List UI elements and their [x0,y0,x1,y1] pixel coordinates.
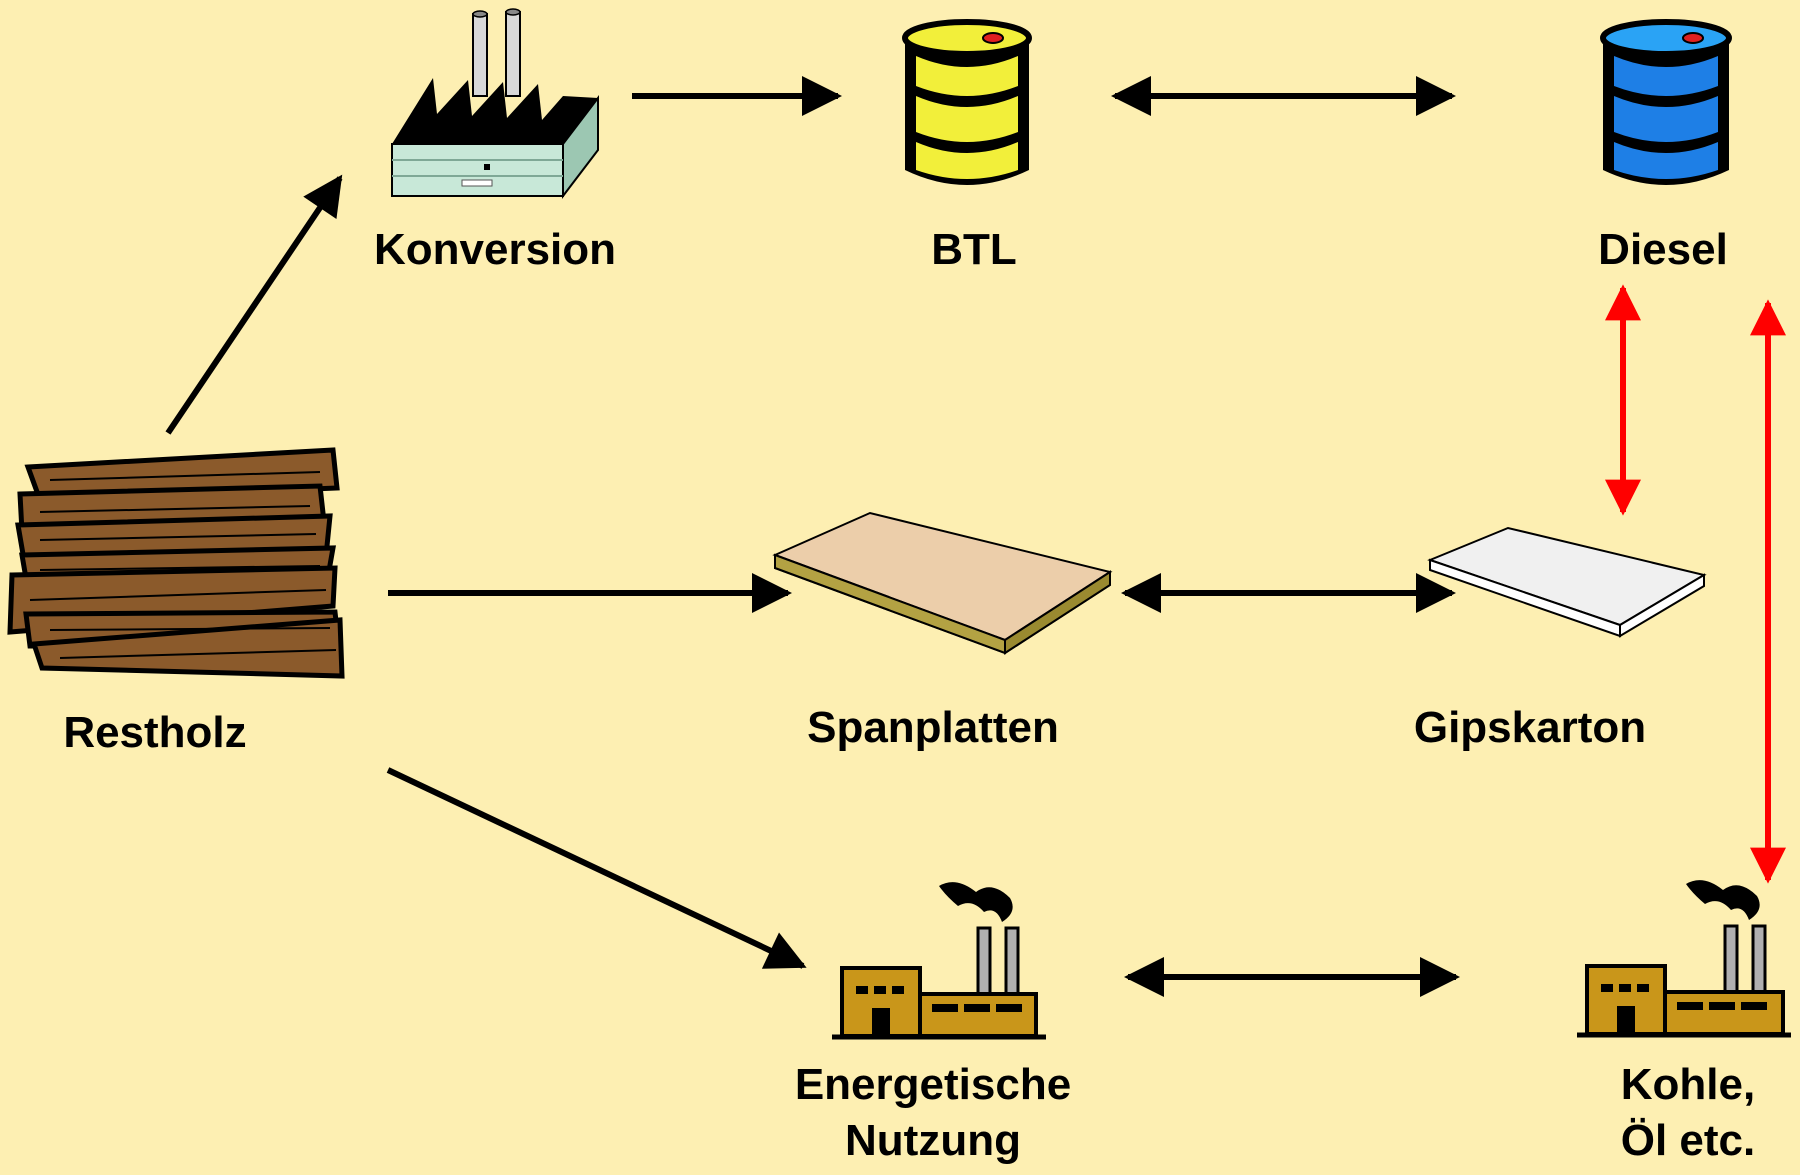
label-energetische-line1: Energetische [794,1060,1072,1109]
factory-icon [391,8,599,199]
label-gipskarton: Gipskarton [1413,703,1647,752]
label-spanplatten: Spanplatten [807,703,1059,752]
power-plant-icon [1577,880,1791,1038]
label-btl: BTL [931,225,1017,274]
arrow-restholz-konversion [165,174,343,435]
label-kohle-line1: Kohle, [1620,1060,1756,1109]
label-kohle-oel: Kohle, Öl etc. [1548,1057,1800,1169]
label-kohle-line2: Öl etc. [1620,1116,1756,1165]
yellow-barrel-icon [902,19,1032,185]
arrow-restholz-energetische [386,767,807,969]
wood-planks-icon [7,447,345,679]
label-energetische-nutzung: Energetische Nutzung [763,1057,1103,1169]
blue-barrel-icon [1600,19,1732,185]
label-diesel: Diesel [1598,225,1728,274]
plasterboard-icon [1427,526,1707,638]
chipboard-icon [772,511,1113,655]
label-energetische-line2: Nutzung [845,1116,1021,1165]
label-konversion: Konversion [373,225,617,274]
power-plant-icon [832,882,1046,1040]
label-restholz: Restholz [63,708,247,757]
